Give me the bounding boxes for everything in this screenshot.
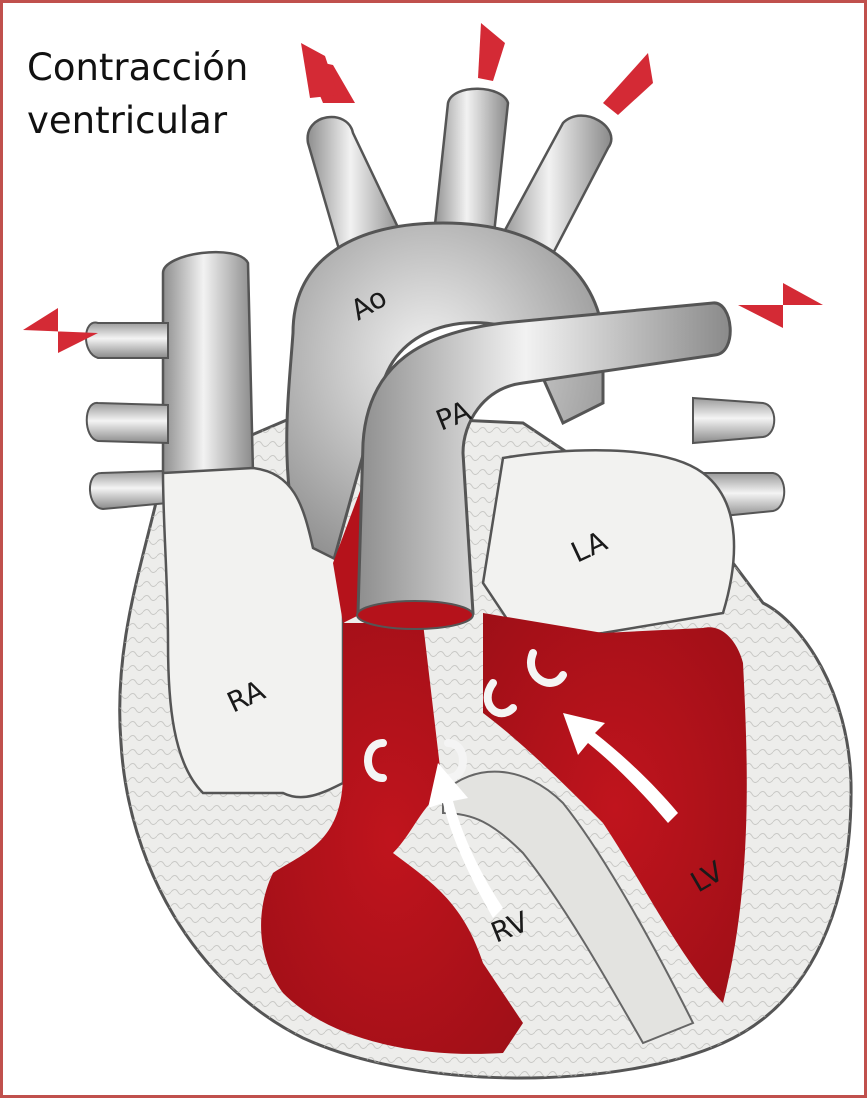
red-arrow-icon <box>603 53 653 115</box>
pulmonary-vein-left-3 <box>90 471 168 509</box>
title-line-2: ventricular <box>27 94 248 147</box>
pulmonary-vein-right-1 <box>693 398 774 443</box>
red-arrow-icon <box>738 283 823 328</box>
diagram-title: Contracción ventricular <box>27 41 248 147</box>
pulmonary-valve-opening <box>357 601 473 629</box>
heart-diagram: Ao PA LA RA LV RV <box>3 3 864 1095</box>
title-line-1: Contracción <box>27 41 248 94</box>
red-arrow-icon <box>478 23 505 81</box>
superior-vena-cava <box>163 252 253 483</box>
pulmonary-vein-left-1 <box>86 323 168 358</box>
aortic-branch-2 <box>433 89 508 243</box>
left-atrium <box>483 450 734 643</box>
pulmonary-vein-left-2 <box>87 403 168 443</box>
